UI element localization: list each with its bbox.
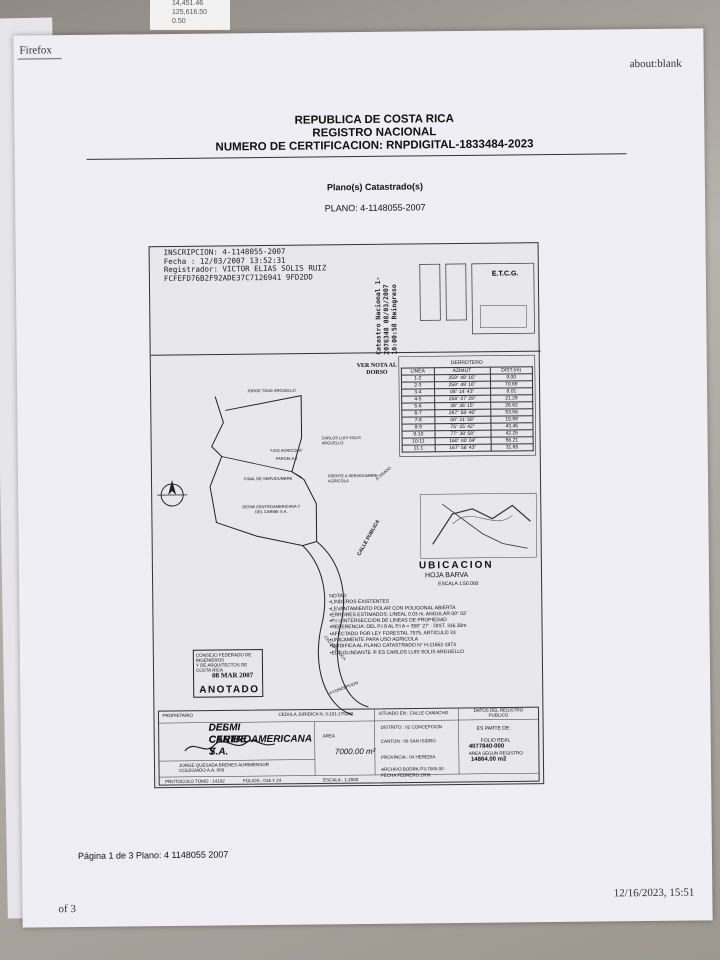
- browser-name-header: Firefox: [19, 44, 52, 57]
- map-label: DESMI CENTROAMERICANA Y DEL CARIBE S.A.: [242, 503, 301, 515]
- anotado-issuer: CONSEJO FEDERADO DE INGENIEROS Y DE ARQU…: [196, 652, 262, 673]
- folios-label: FOLIOS : 016 Y 24: [243, 777, 282, 784]
- ident-block: PROPIETARIO CEDULA JURIDICA N. 3-101-176…: [158, 707, 539, 785]
- table-cell: 31.85: [490, 443, 534, 452]
- ubicacion-scale: ESCALA 1:50.000: [438, 580, 479, 588]
- area-registro-label: AREA SEGUN REGISTRO: [468, 750, 523, 756]
- escala-label: ESCALA : 1:2000: [323, 777, 359, 783]
- anotado-label: ANOTADO: [199, 684, 260, 696]
- table-cell: 11-1: [402, 444, 435, 453]
- certificate-title: REPUBLICA DE COSTA RICA REGISTRO NACIONA…: [84, 111, 664, 156]
- printed-page: Firefox about:blank REPUBLICA DE COSTA R…: [13, 28, 713, 928]
- map-label: JORGE TOUE ARGUELLO: [247, 387, 296, 394]
- provincia-label: PROVINCIA : 04 HEREDIA: [380, 754, 436, 760]
- survey-plan: E.T.C.G.: [148, 242, 545, 789]
- ver-nota-label: VER NOTA AL DORSO: [356, 362, 397, 376]
- area-registro-value: 14864.00 m2: [470, 756, 507, 763]
- map-label: FINAL DE SERVIDUMBRE: [243, 475, 293, 482]
- map-label: CARLOS LUIS SOLIS ARGUELLO: [321, 435, 361, 446]
- catastro-stamp: Catastro Nacional 1-2076348 08/03/2007 1…: [373, 276, 399, 355]
- section-title: Plano(s) Catastrado(s): [326, 181, 424, 193]
- table-cell: 167° 56' 43": [434, 444, 491, 452]
- map-label: PARCELA 3: [275, 455, 298, 461]
- anotado-stamp: CONSEJO FEDERADO DE INGENIEROS Y DE ARQU…: [192, 649, 264, 698]
- note-line: 125,616.50: [172, 9, 208, 16]
- map-label: FRENTE A SERVIDUMBRE AGRICOLA: [327, 472, 378, 484]
- cedula-label: CEDULA JURIDICA N. 3-101-176260: [278, 711, 354, 717]
- page-footer-label: Página 1 de 3 Plano: 4 1148055 2007: [77, 849, 229, 862]
- archivo-label: ARCHIVO BODRK-P3-7000.00: [381, 766, 444, 772]
- stamp-line: FCFEFD76B2F92ADE37C7126941 9FD2DD: [163, 272, 313, 283]
- area-value: 7000.00 m²: [334, 746, 376, 757]
- print-timestamp: 12/16/2023, 15:51: [613, 886, 695, 900]
- survey-notes: NOTAS:•LINDEROS EXISTENTES•LEVANTAMIENTO…: [329, 592, 470, 656]
- page-count: of 3: [58, 903, 76, 916]
- canton-label: CANTON : 06 SAN ISIDRO: [380, 738, 436, 744]
- plan-drawing: E.T.C.G.: [150, 262, 541, 786]
- propietario-label: PROPIETARIO: [162, 712, 193, 719]
- url-header: about:blank: [629, 57, 682, 71]
- plano-number: PLANO: 4-1148055-2007: [324, 202, 426, 214]
- protocolo-label: PROTOCOLO TOMO : 14102: [165, 778, 225, 785]
- ubicacion-title: UBICACION: [418, 559, 494, 572]
- parte-de-label: ES PARTE DE:: [476, 725, 511, 732]
- situado-label: SITUADO EN : CALLE CAMACHO: [378, 710, 449, 716]
- map-label: "USO AGRICOLA": [269, 447, 303, 453]
- datos-registro-label: DATOS DEL REGISTRO PUBLICO: [473, 707, 524, 718]
- svg-text:E.T.C.G.: E.T.C.G.: [492, 270, 519, 277]
- issuer-line: CONSEJO FEDERADO DE INGENIEROS: [195, 652, 252, 663]
- header-underline: [17, 58, 62, 60]
- hoja-label: HOJA BARVA: [424, 571, 469, 580]
- background-paper-note: 14,451.46 125,616.50 0.50: [150, 0, 230, 30]
- agrimensor-label: JORGE QUESADA BRENES AGRIMENSOR COLEGIAD…: [178, 761, 270, 773]
- area-label: AREA: [322, 733, 335, 739]
- anotado-date: 08 MAR 2007: [212, 671, 254, 680]
- distrito-label: DISTRITO : 02 CONCEPCION: [380, 724, 443, 730]
- owner-line: DEL CARIBE S.A.: [208, 722, 248, 758]
- inscription-stamp: INSCRIPCION: 4-1148055-2007 Fecha : 12/0…: [164, 247, 327, 283]
- note-line: 0.50: [172, 18, 186, 25]
- fecha-label: FECHA FEBRERO 2006: [381, 772, 431, 778]
- note-line: 14,451.46: [172, 0, 204, 7]
